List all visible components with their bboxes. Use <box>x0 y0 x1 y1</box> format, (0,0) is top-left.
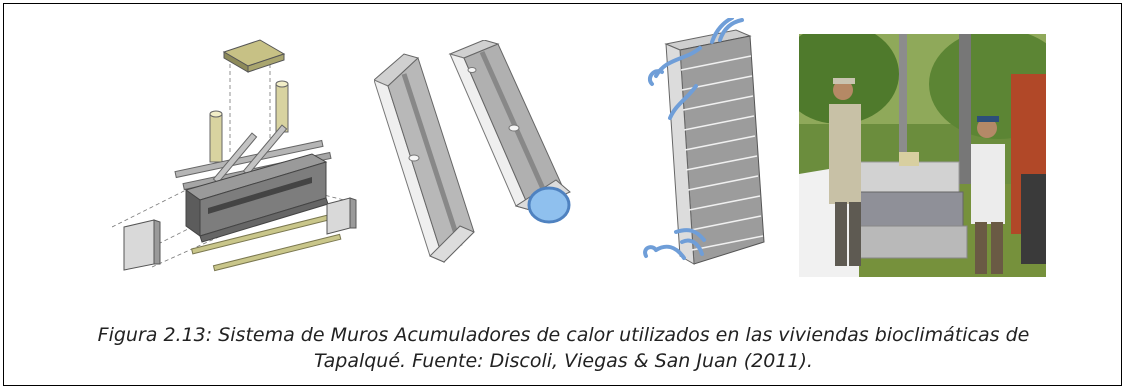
stacked-wall-with-pipes-drawing <box>643 18 765 265</box>
exploded-assembly-diagram <box>112 39 357 272</box>
workers-assembling-wall-photo <box>799 34 1046 277</box>
figure-caption: Figura 2.13: Sistema de Muros Acumulador… <box>4 322 1123 374</box>
figure-frame: Figura 2.13: Sistema de Muros Acumulador… <box>3 3 1122 386</box>
caption-line-1: Figura 2.13: Sistema de Muros Acumulador… <box>97 324 1030 346</box>
hollow-block-pair-drawing <box>374 40 571 263</box>
caption-line-2: Tapalqué. Fuente: Discoli, Viegas & San … <box>314 350 813 372</box>
